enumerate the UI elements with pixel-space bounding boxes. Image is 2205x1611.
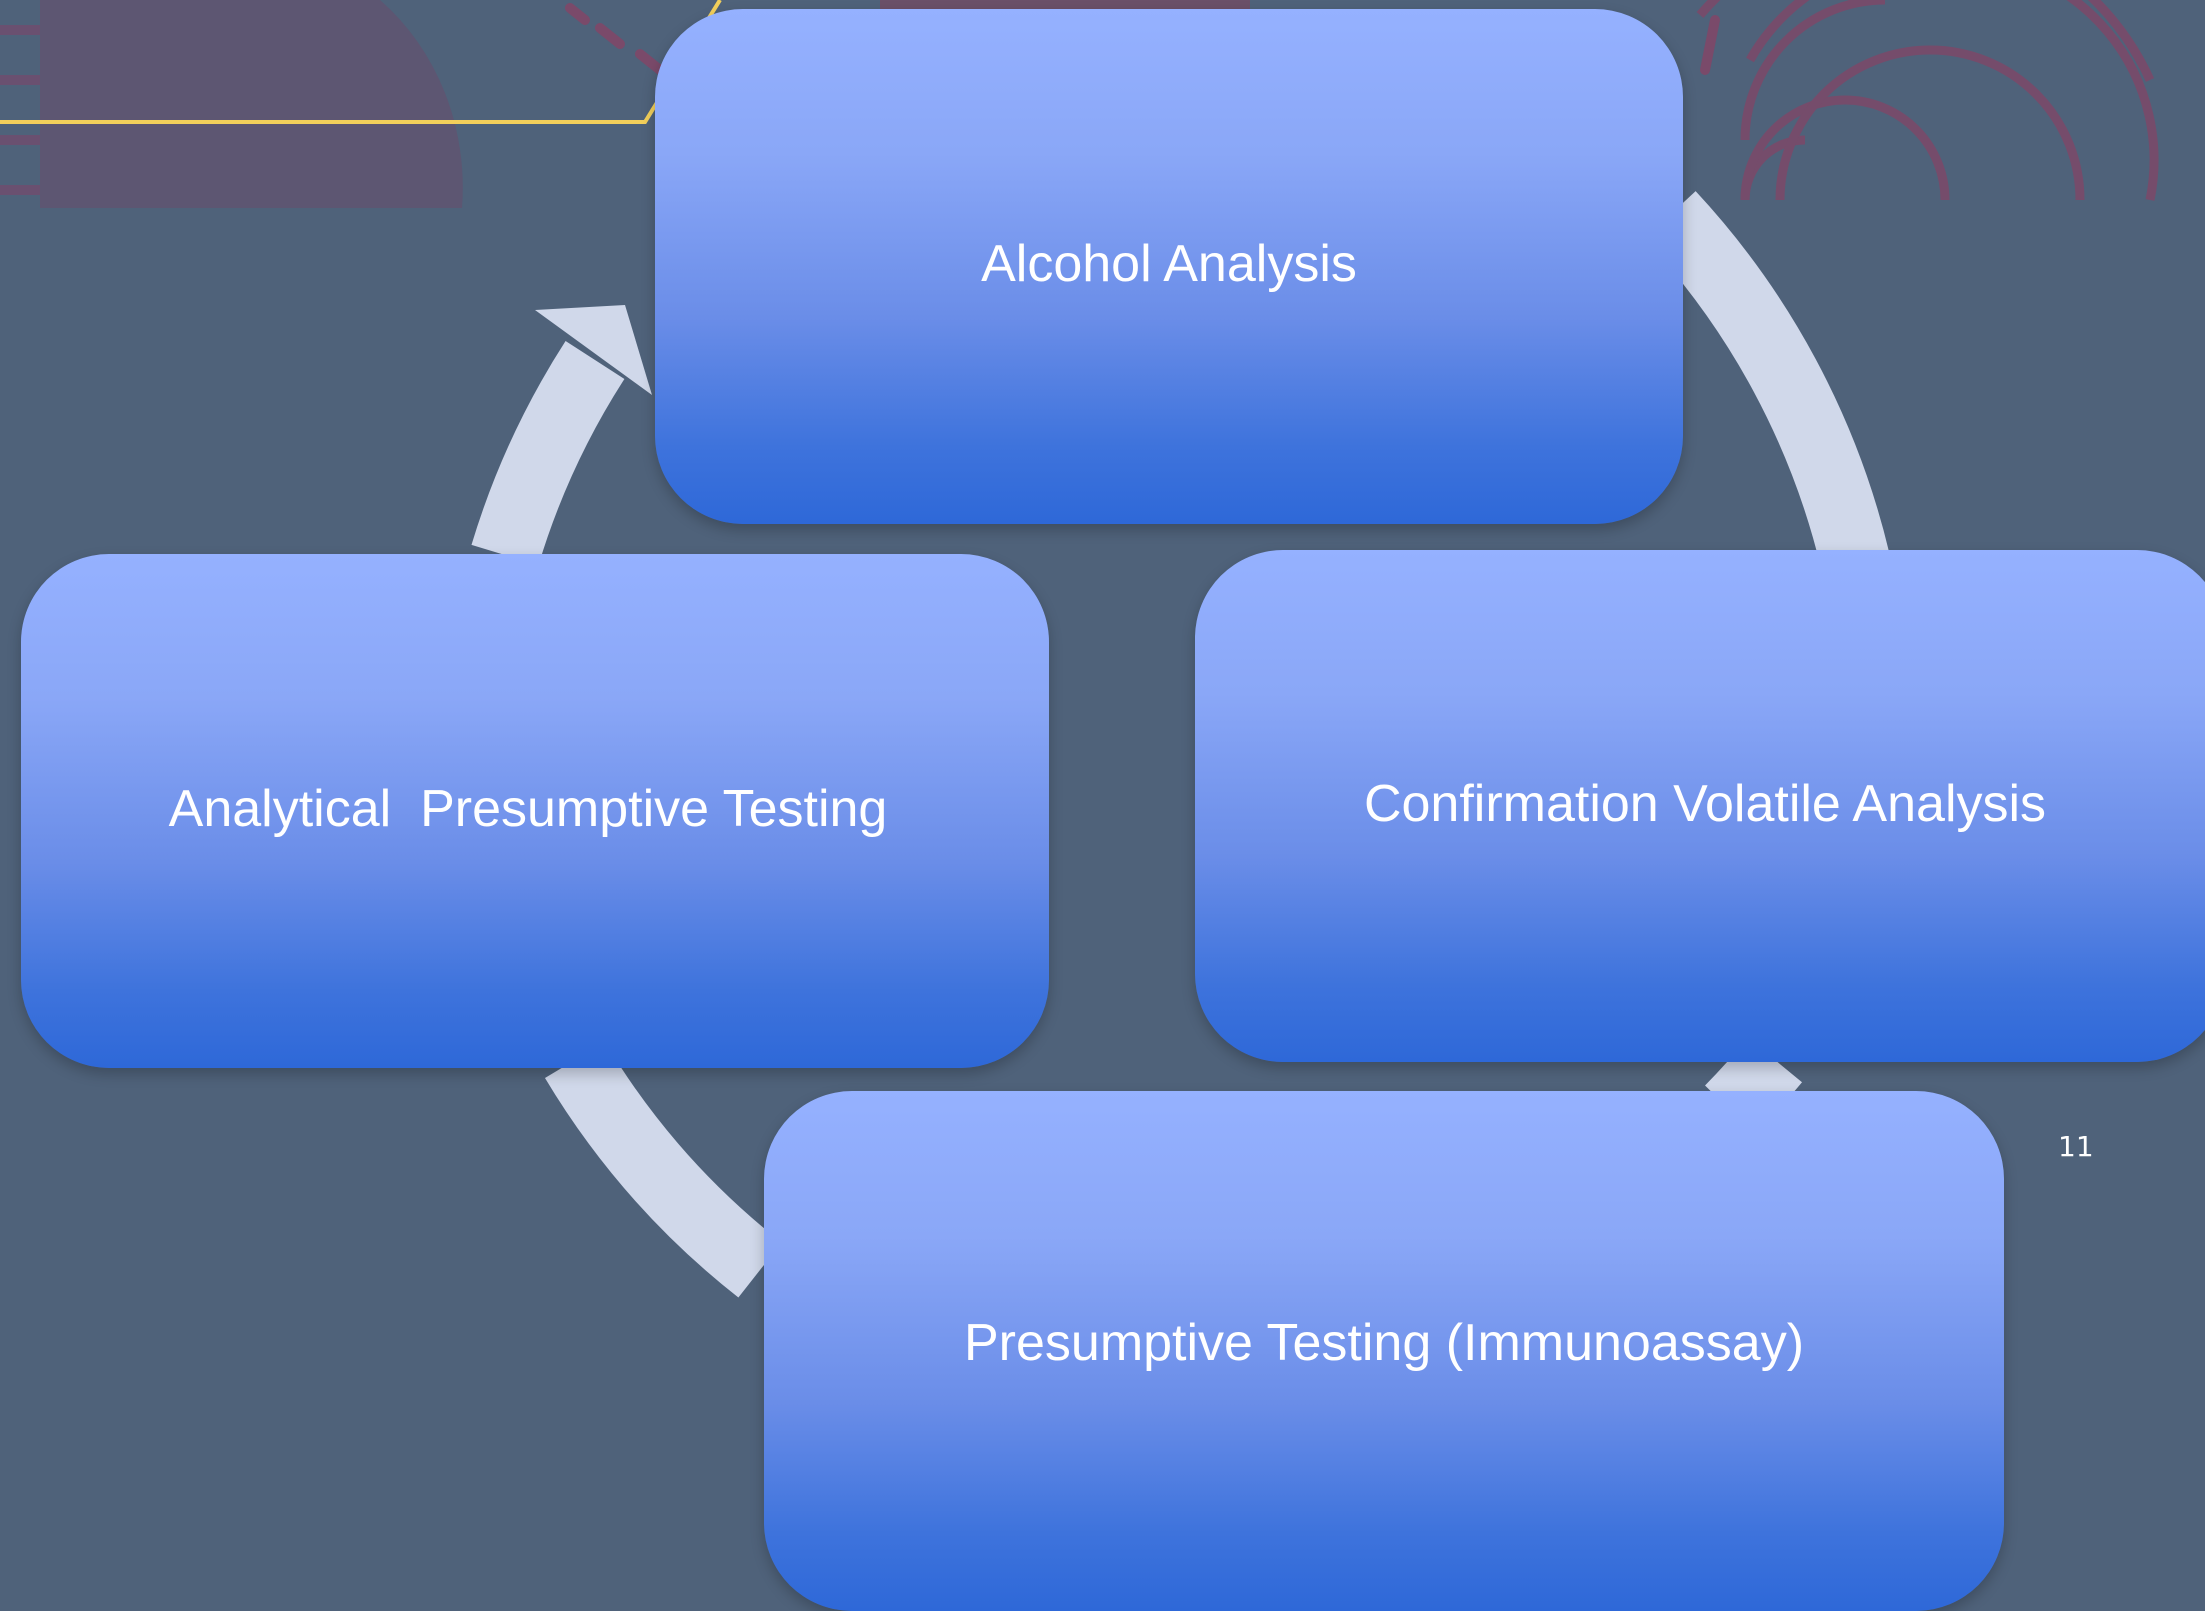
decor-dashes-topleft bbox=[565, 3, 665, 75]
cycle-arrow bbox=[471, 191, 1890, 1298]
node-label: Confirmation Volatile Analysis bbox=[1363, 775, 2047, 833]
node-label: Presumptive Testing (Immunoassay) bbox=[963, 1314, 1805, 1372]
node-label: Alcohol Analysis bbox=[981, 234, 1357, 293]
decor-arcs-right bbox=[1696, 0, 2159, 201]
node-confirmation-volatile-analysis[interactable]: Confirmation Volatile Analysis bbox=[1195, 550, 2205, 1062]
node-label: Analytical Presumptive Testing bbox=[168, 780, 888, 838]
node-alcohol-analysis[interactable]: Alcohol Analysis bbox=[655, 9, 1683, 524]
decor-dash-right bbox=[1700, 15, 1720, 75]
decor-left-stripes bbox=[0, 25, 40, 195]
decor-semicircle-topleft bbox=[40, 0, 463, 208]
cycle-arrow-ring bbox=[471, 191, 1890, 1298]
node-analytical-presumptive-testing[interactable]: Analytical Presumptive Testing bbox=[21, 554, 1049, 1068]
node-presumptive-testing-immunoassay[interactable]: Presumptive Testing (Immunoassay) bbox=[764, 1091, 2004, 1611]
slide-page-number: 11 bbox=[2058, 1130, 2094, 1163]
cycle-arrowhead bbox=[535, 305, 652, 395]
